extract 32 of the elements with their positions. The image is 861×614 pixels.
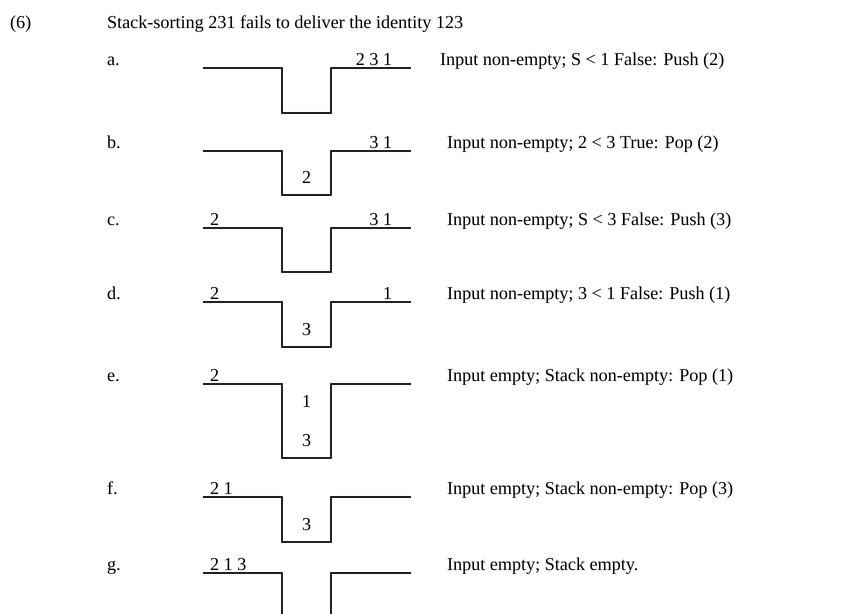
output-sequence: 2 1 3: [210, 558, 246, 570]
step-letter: a.: [108, 56, 118, 66]
example-number: (6): [10, 15, 30, 32]
step-description: Input non-empty; 2 < 3 True: Pop (2): [448, 135, 718, 152]
input-sequence: 3 1: [370, 213, 391, 226]
output-sequence: 2: [210, 369, 218, 381]
input-sequence: 3 1: [370, 136, 391, 148]
stack-drawing: [203, 572, 411, 614]
node-label: 2: [302, 170, 310, 183]
step-description: Input non-empty; 3 < 1 False: Push (1): [448, 286, 730, 303]
node-label: 3: [302, 322, 310, 336]
stack-drawing: [203, 227, 411, 273]
step-description: Input non-empty; S < 3 False: Push (3): [448, 212, 730, 229]
stack-drawing: [203, 67, 411, 114]
node-label: 3: [302, 518, 310, 530]
heading: Stack-sorting 231 fails to deliver the identity 123: [108, 15, 462, 32]
step-description: Input non-empty; S < 1 False: Push (2): [440, 52, 724, 69]
step-letter: d.: [108, 286, 120, 300]
input-sequence: 1: [384, 287, 391, 299]
step-description: Input empty; Stack empty.: [448, 557, 638, 574]
node-label: 3: [302, 434, 310, 446]
step-letter: c.: [108, 216, 118, 226]
step-letter: e.: [108, 372, 118, 382]
step-letter: b.: [107, 135, 120, 148]
output-sequence: 2: [210, 287, 218, 299]
step-description: Input empty; Stack non-empty: Pop (3): [448, 481, 732, 498]
node-label: 1: [304, 395, 310, 407]
output-sequence: 2: [210, 213, 218, 225]
step-letter: f.: [108, 481, 116, 494]
step-letter: g.: [108, 560, 120, 574]
step-description: Input empty; Stack non-empty: Pop (1): [448, 368, 732, 385]
output-sequence: 2 1: [210, 482, 232, 494]
